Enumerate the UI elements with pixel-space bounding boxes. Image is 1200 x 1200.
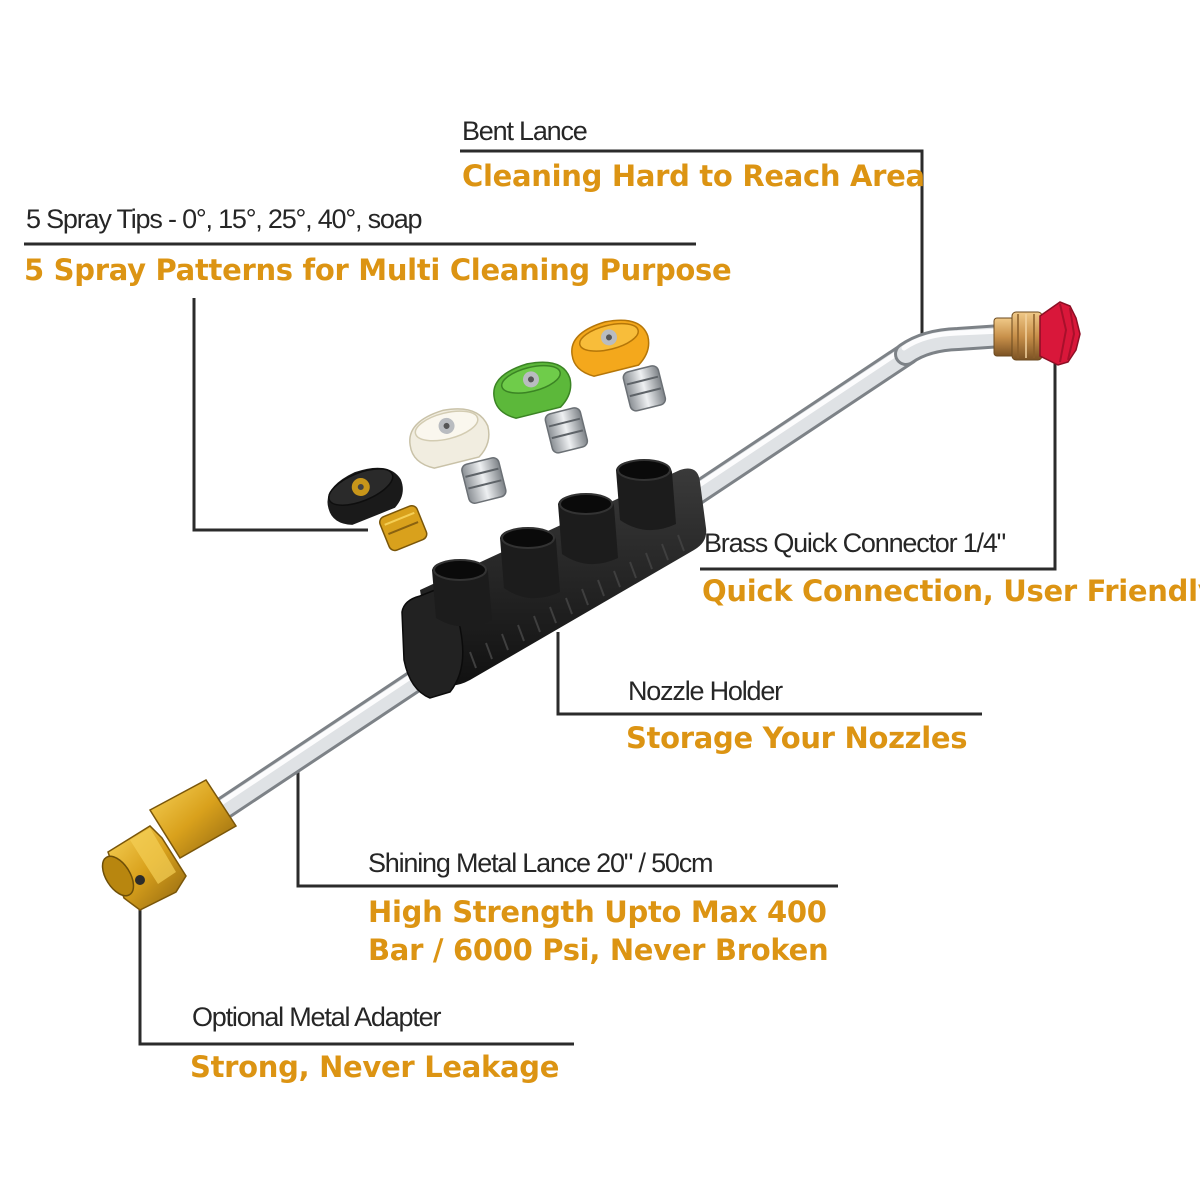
leader-metal-adapter — [138, 880, 574, 1046]
brass-quick-connector — [993, 301, 1081, 366]
metal-adapter-title: Optional Metal Adapter — [192, 1002, 441, 1032]
spray-tip-yellow — [571, 319, 667, 412]
spray-tips-subtitle: 5 Spray Patterns for Multi Cleaning Purp… — [24, 253, 732, 287]
bent-lance-subtitle: Cleaning Hard to Reach Area — [462, 159, 925, 193]
brass-connector-title: Brass Quick Connector 1/4" — [704, 528, 1006, 558]
metal-lance-subtitle-line2: Bar / 6000 Psi, Never Broken — [368, 933, 829, 967]
metal-lance-title: Shining Metal Lance 20" / 50cm — [368, 848, 714, 878]
leader-lines — [24, 149, 1057, 1046]
leader-nozzle-holder — [556, 632, 982, 716]
leader-spray-tips-drop — [192, 298, 368, 532]
holder-sockets — [432, 459, 676, 627]
spray-tips-title: 5 Spray Tips - 0°, 15°, 25°, 40°, soap — [26, 204, 423, 234]
metal-lance-subtitle: High Strength Upto Max 400 Bar / 6000 Ps… — [368, 893, 829, 969]
metal-lance-subtitle-line1: High Strength Upto Max 400 — [368, 895, 827, 929]
spray-tip-black — [327, 467, 428, 552]
nozzle-holder-subtitle: Storage Your Nozzles — [626, 721, 968, 755]
leader-metal-lance — [296, 768, 838, 888]
bent-lance-title: Bent Lance — [462, 116, 588, 146]
nozzle-holder — [401, 459, 707, 699]
nozzle-holder-title: Nozzle Holder — [628, 676, 783, 706]
spray-tip-white — [409, 408, 507, 505]
brass-connector-subtitle: Quick Connection, User Friendly — [702, 574, 1200, 608]
leader-bent-lance — [460, 149, 924, 350]
spray-tip-green — [493, 361, 589, 454]
spray-tips — [327, 319, 667, 552]
metal-adapter-subtitle: Strong, Never Leakage — [190, 1050, 560, 1084]
leader-brass-connector — [700, 355, 1057, 571]
brass-adapter — [101, 779, 238, 911]
